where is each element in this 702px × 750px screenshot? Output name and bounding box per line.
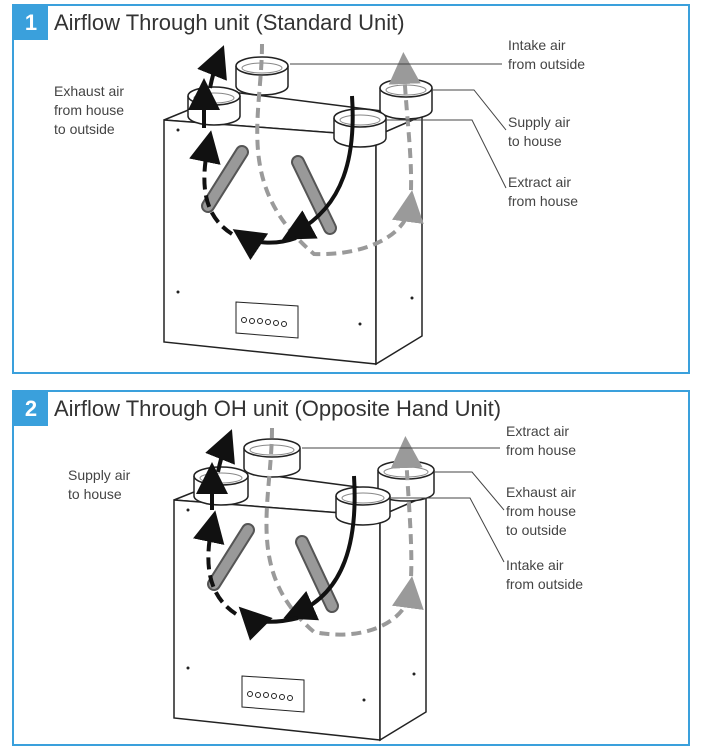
- panel-number: 2: [14, 392, 48, 426]
- label-intake-air: Intake air from outside: [506, 557, 584, 592]
- airflow-exhaust-top-arrow: [197, 45, 227, 89]
- airflow-intake-arrow: [255, 43, 424, 257]
- airflow-exhaust-arrow: [390, 436, 423, 593]
- label-supply-air: Supply air to house: [68, 467, 131, 502]
- label-exhaust-air: Exhaust air from house to outside: [54, 83, 125, 137]
- spigot-supply: [193, 466, 249, 506]
- airflow-supply-arrow: [193, 510, 238, 616]
- airflow-extract-arrow: [281, 95, 355, 240]
- exchanger-rod-right: [291, 155, 337, 235]
- airflow-supply-top-arrow: [205, 429, 235, 473]
- label-exhaust-air: Exhaust air from house to outside: [506, 484, 577, 538]
- label-extract-air: Extract air from house: [508, 174, 579, 209]
- leader-lines: [302, 447, 505, 563]
- leader-lines: [290, 63, 507, 189]
- airflow-intake-return-arrow: [238, 606, 299, 641]
- spigot-intake: [335, 486, 391, 526]
- panel-title: Airflow Through unit (Standard Unit): [54, 10, 405, 35]
- spigot-exhaust: [187, 86, 241, 126]
- label-supply-air: Supply air to house: [508, 114, 571, 149]
- exchanger-rod-left: [201, 145, 249, 213]
- control-panel: [241, 675, 305, 713]
- panel-title: Airflow Through OH unit (Opposite Hand U…: [54, 396, 502, 421]
- panel-standard-unit: 1 Airflow Through unit (Standard Unit) E…: [12, 4, 690, 374]
- label-extract-air: Extract air from house: [506, 423, 577, 458]
- panel-number: 1: [14, 6, 48, 40]
- airflow-exhaust-arrow: [189, 130, 234, 236]
- airflow-intake-arrow: [283, 475, 357, 621]
- airflow-extract-arrow: [264, 427, 424, 637]
- exchanger-rod-left: [207, 523, 255, 591]
- spigot-extract: [333, 108, 387, 148]
- screws: [186, 508, 416, 702]
- control-panel: [235, 301, 299, 339]
- exchanger-rod-right: [295, 535, 339, 613]
- unit-diagram: [173, 427, 505, 742]
- airflow-supply-arrow: [388, 52, 421, 207]
- screws: [176, 128, 414, 326]
- unit-diagram: [163, 43, 507, 366]
- airflow-extract-return-arrow: [232, 229, 297, 261]
- label-intake-air: Intake air from outside: [508, 37, 586, 72]
- panel-opposite-hand-unit: 2 Airflow Through OH unit (Opposite Hand…: [12, 390, 690, 746]
